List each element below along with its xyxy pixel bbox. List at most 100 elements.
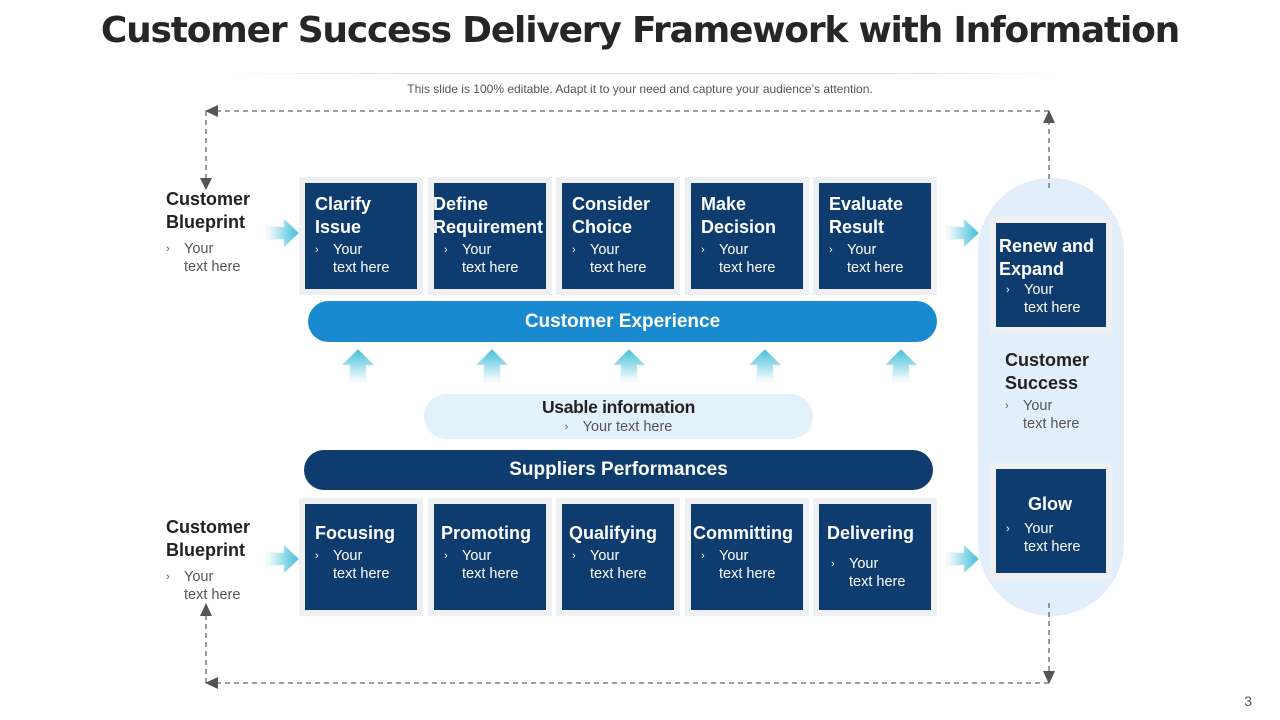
bullet-line1: Your <box>849 556 879 572</box>
stage-card-consider-choice: Consider Choice › Your text here <box>556 177 680 295</box>
bullet-chevron-icon: › <box>315 550 319 562</box>
card-text: › Your text here <box>829 241 931 277</box>
blueprint-text: › Your text here <box>166 240 276 276</box>
card-title-line1: Make <box>701 194 747 214</box>
usable-information-heading: Usable information <box>541 397 696 417</box>
blueprint-heading-line2: Blueprint <box>166 540 245 560</box>
arrow-head-left-top <box>205 105 218 117</box>
usable-information-text: › Your text here <box>565 418 673 436</box>
arrow-up-icon <box>884 348 918 382</box>
card-title-line1: Focusing <box>315 523 395 543</box>
bullet-line2: text here <box>847 260 904 276</box>
card-text: › Your text here <box>572 547 674 583</box>
bullet-chevron-icon: › <box>701 244 705 256</box>
arrow-right-icon <box>946 218 980 248</box>
stage-card-clarify-issue: Clarify Issue › Your text here <box>299 177 423 295</box>
bullet-chevron-icon: › <box>572 244 576 256</box>
card-title-line1: Define <box>433 194 489 214</box>
card-title-line2: Decision <box>701 217 777 237</box>
bullet-line1: Your <box>847 242 877 258</box>
arrow-up-icon <box>612 348 646 382</box>
stage-card-evaluate-result: Evaluate Result › Your text here <box>813 177 937 295</box>
bullet-line1: Your <box>1023 398 1053 414</box>
bullet-chevron-icon: › <box>444 244 448 256</box>
bullet-line1: Your <box>719 242 749 258</box>
bullet-line1: Your <box>1024 282 1054 298</box>
slide-subtitle: This slide is 100% editable. Adapt it to… <box>407 82 873 96</box>
page-number: 3 <box>1244 693 1252 709</box>
card-text: › Your text here <box>444 241 546 277</box>
bullet-line1: Your <box>1024 521 1054 537</box>
bullet-chevron-icon: › <box>701 550 705 562</box>
bullet-line2: text here <box>333 260 390 276</box>
bullet-chevron-icon: › <box>572 550 576 562</box>
card-title-line1: Delivering <box>827 523 915 543</box>
bullet-line2: text here <box>1024 300 1081 316</box>
customer-success-heading-line1: Customer <box>1005 350 1090 370</box>
card-text: › Your text here <box>315 241 417 277</box>
bullet-line2: text here <box>462 260 519 276</box>
bullet-line2: text here <box>719 260 776 276</box>
blueprint-heading-line1: Customer <box>166 189 251 209</box>
card-text: › Your text here <box>701 241 803 277</box>
stage-card-qualifying: Qualifying › Your text here <box>556 498 680 616</box>
arrow-head-up-left-bottom <box>200 603 212 616</box>
bullet-line2: text here <box>1023 416 1080 432</box>
customer-success-label: Customer Success › Your text here <box>1005 349 1115 433</box>
bullet-chevron-icon: › <box>1006 523 1010 535</box>
bullet-chevron-icon: › <box>315 244 319 256</box>
bullet-line2: text here <box>1024 539 1081 555</box>
bullet-chevron-icon: › <box>829 244 833 256</box>
bullet-line2: text here <box>184 587 241 603</box>
blueprint-text: › Your text here <box>166 568 276 604</box>
bullet-chevron-icon: › <box>831 558 835 570</box>
card-title-line1: Clarify <box>315 194 372 214</box>
bullet-line2: text here <box>719 566 776 582</box>
customer-experience-bar: Customer Experience <box>308 301 937 342</box>
arrow-head-down-right-bottom <box>1043 671 1055 684</box>
card-title-line1: Committing <box>693 523 793 543</box>
arrow-up-icon <box>341 348 375 382</box>
card-title-line1: Renew and <box>999 236 1095 256</box>
card-title-line1: Qualifying <box>569 523 658 543</box>
card-text: › Your text here <box>701 547 803 583</box>
card-text: › Your text here <box>572 241 674 277</box>
stage-card-promoting: Promoting › Your text here <box>428 498 552 616</box>
card-text: › Your text here <box>444 547 546 583</box>
bullet-line2: text here <box>590 260 647 276</box>
card-title-line2: Expand <box>999 259 1065 279</box>
card-title-line1: Consider <box>572 194 651 214</box>
bullet-line1: Your <box>333 548 363 564</box>
bullet-line1: Your <box>462 548 492 564</box>
bullet-line1: Your <box>462 242 492 258</box>
bullet-chevron-icon: › <box>166 571 170 583</box>
blueprint-heading-line2: Blueprint <box>166 212 245 232</box>
stage-card-glow: Glow › Your text here <box>990 463 1112 579</box>
customer-success-text: › Your text here <box>1005 397 1115 433</box>
customer-success-heading-line2: Success <box>1005 373 1079 393</box>
card-title-line2: Issue <box>315 217 362 237</box>
arrow-right-icon <box>266 218 300 248</box>
stage-card-make-decision: Make Decision › Your text here <box>685 177 809 295</box>
bullet-line1: Your <box>333 242 363 258</box>
bullet-chevron-icon: › <box>564 421 569 433</box>
arrow-right-icon <box>266 544 300 574</box>
stage-card-focusing: Focusing › Your text here <box>299 498 423 616</box>
bullet-line1: Your <box>184 241 214 257</box>
card-title-line1: Promoting <box>441 523 531 543</box>
card-text: › Your text here <box>1006 520 1106 556</box>
stage-card-renew-expand: Renew and Expand › Your text here <box>990 217 1112 333</box>
stage-card-delivering: Delivering › Your text here <box>813 498 937 616</box>
customer-blueprint-bottom: Customer Blueprint › Your text here <box>166 516 276 604</box>
bullet-line1: Your text here <box>582 419 673 435</box>
card-title-line1: Evaluate <box>829 194 904 214</box>
bullet-line2: text here <box>184 259 241 275</box>
card-text: › Your text here <box>1006 281 1106 317</box>
blueprint-heading-line1: Customer <box>166 517 251 537</box>
bullet-chevron-icon: › <box>1006 284 1010 296</box>
slide-title: Customer Success Delivery Framework with… <box>100 10 1180 51</box>
stage-card-define-requirement: Define Requirement › Your text here <box>428 177 552 295</box>
card-title-line2: Choice <box>572 217 633 237</box>
card-title-line2: Result <box>829 217 885 237</box>
bullet-line1: Your <box>719 548 749 564</box>
